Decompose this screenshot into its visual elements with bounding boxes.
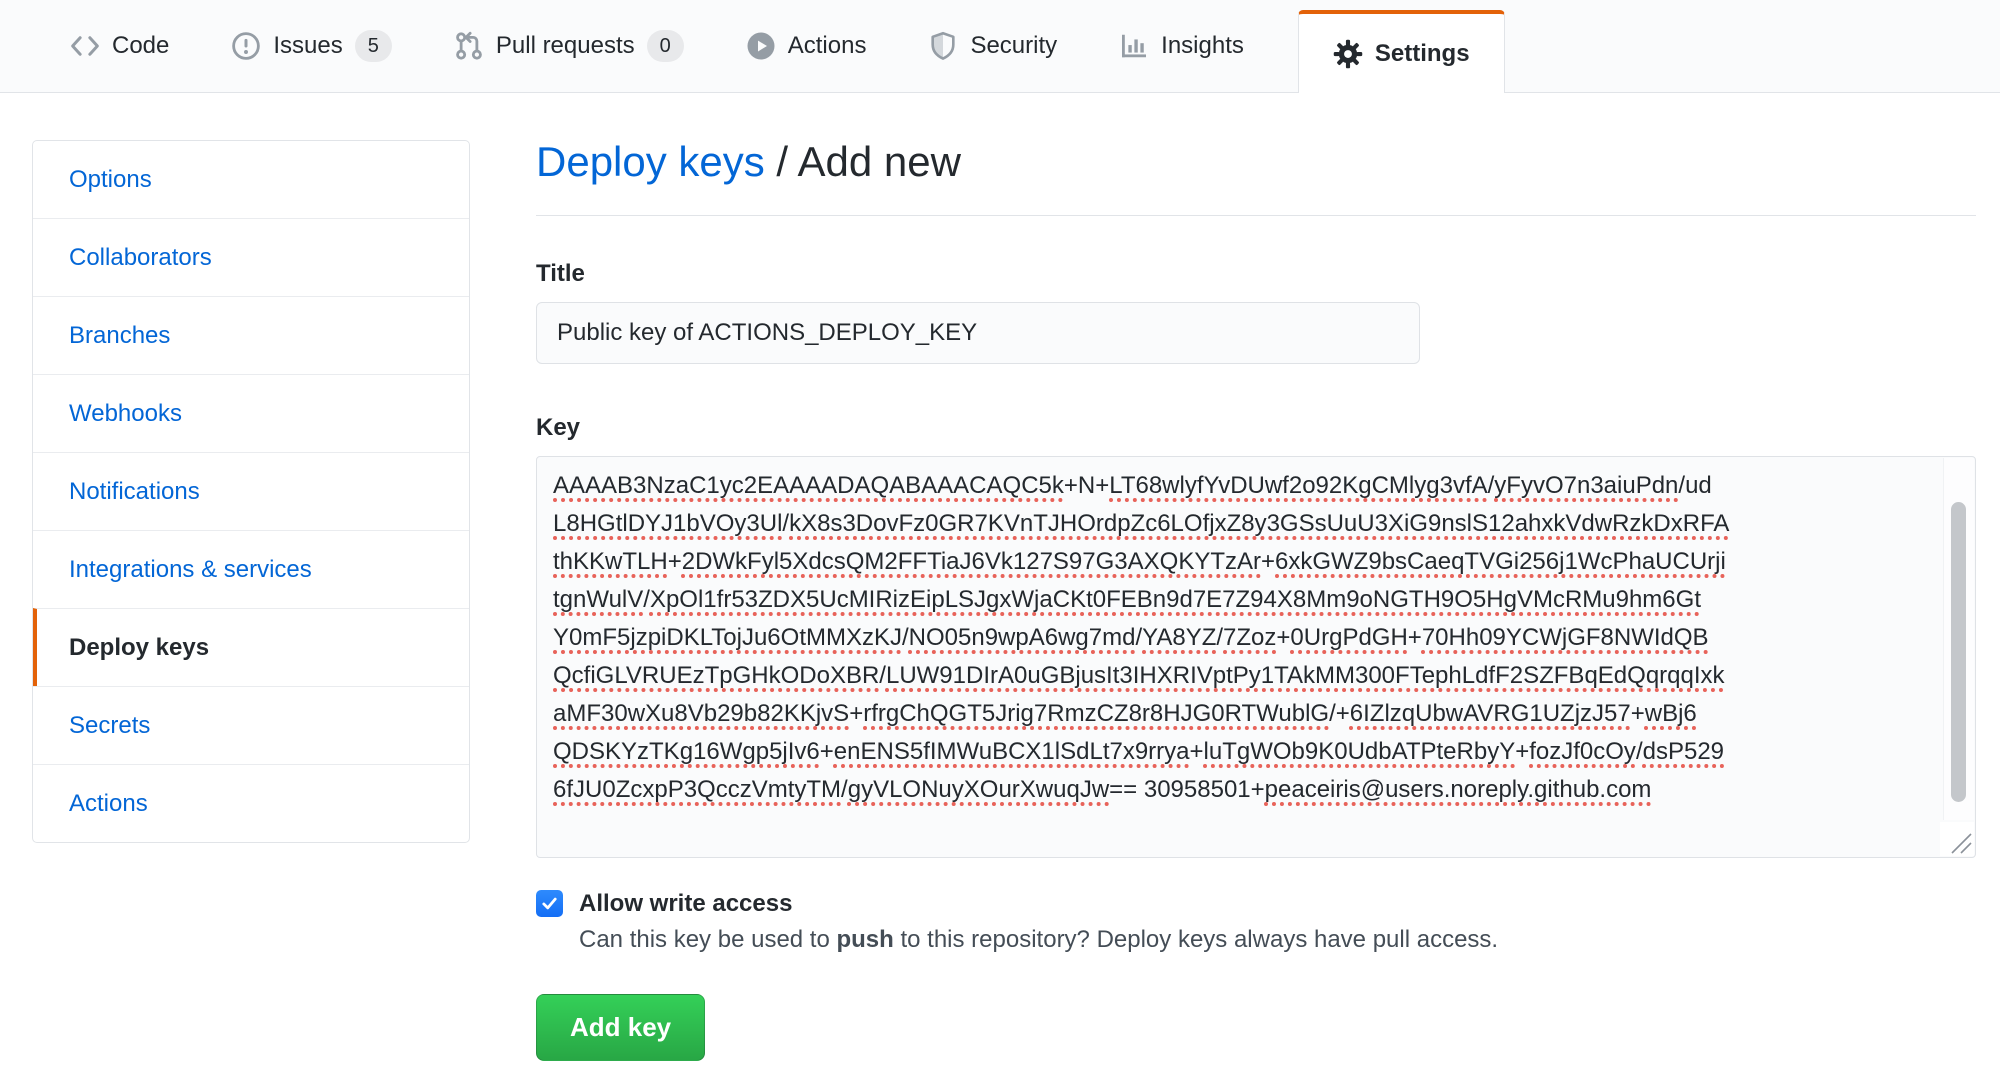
key-field-label: Key bbox=[536, 413, 581, 441]
public-key-text: AAAAB3NzaC1yc2EAAAADAQABAAACAQC5k+N+LT68… bbox=[553, 471, 1730, 803]
tab-pull-requests[interactable]: Pull requests 0 bbox=[428, 0, 710, 92]
sidebar-item-branches[interactable]: Branches bbox=[33, 296, 469, 374]
tab-label: Issues bbox=[273, 32, 343, 59]
graph-icon bbox=[1119, 31, 1149, 61]
tab-insights[interactable]: Insights bbox=[1093, 0, 1270, 92]
sidebar-item-integrations-services[interactable]: Integrations & services bbox=[33, 530, 469, 608]
tab-issues[interactable]: Issues 5 bbox=[205, 0, 418, 92]
breadcrumb-separator: / bbox=[764, 138, 798, 185]
tab-security[interactable]: Security bbox=[902, 0, 1083, 92]
deploy-keys-breadcrumb-link[interactable]: Deploy keys bbox=[536, 138, 765, 185]
issue-opened-icon bbox=[231, 31, 261, 61]
tab-label: Code bbox=[112, 32, 170, 59]
tab-actions[interactable]: Actions bbox=[720, 0, 893, 92]
key-textarea[interactable]: AAAAB3NzaC1yc2EAAAADAQABAAACAQC5k+N+LT68… bbox=[536, 455, 1976, 858]
allow-write-access-label[interactable]: Allow write access bbox=[579, 889, 793, 917]
page-title: Deploy keys / Add new bbox=[536, 136, 1976, 189]
allow-write-access-row: Allow write access bbox=[536, 890, 1976, 918]
scrollbar-thumb[interactable] bbox=[1951, 501, 1966, 802]
breadcrumb-current: Add new bbox=[797, 138, 961, 185]
allow-write-access-checkbox[interactable] bbox=[536, 890, 563, 917]
issues-count-badge: 5 bbox=[354, 30, 392, 62]
textarea-resize-handle[interactable] bbox=[1940, 821, 1974, 856]
textarea-scrollbar[interactable] bbox=[1943, 457, 1974, 820]
code-icon bbox=[70, 31, 100, 61]
pull-requests-count-badge: 0 bbox=[646, 30, 684, 62]
sidebar-item-webhooks[interactable]: Webhooks bbox=[33, 374, 469, 452]
deploy-key-form: Deploy keys / Add new Title Key AAAAB3Nz… bbox=[536, 136, 1976, 1061]
play-icon bbox=[746, 31, 776, 61]
shield-icon bbox=[928, 31, 958, 61]
tab-label: Insights bbox=[1161, 32, 1244, 59]
title-field-label: Title bbox=[536, 259, 585, 287]
write-access-description: Can this key be used to push to this rep… bbox=[579, 925, 1499, 953]
tab-label: Pull requests bbox=[495, 32, 635, 59]
settings-sidebar: Options Collaborators Branches Webhooks … bbox=[32, 140, 470, 843]
tab-label: Actions bbox=[787, 32, 867, 59]
sidebar-item-notifications[interactable]: Notifications bbox=[33, 452, 469, 530]
tab-label: Settings bbox=[1374, 39, 1470, 67]
tab-settings[interactable]: Settings bbox=[1297, 10, 1505, 93]
sidebar-item-actions[interactable]: Actions bbox=[33, 764, 469, 842]
title-input[interactable] bbox=[536, 301, 1420, 364]
heading-divider bbox=[536, 214, 1976, 216]
repo-tab-bar: Code Issues 5 Pull requests 0 Actions bbox=[0, 0, 2000, 93]
tab-label: Security bbox=[970, 32, 1058, 59]
sidebar-item-secrets[interactable]: Secrets bbox=[33, 686, 469, 764]
tab-code[interactable]: Code bbox=[44, 0, 195, 92]
sidebar-item-collaborators[interactable]: Collaborators bbox=[33, 218, 469, 296]
add-key-button[interactable]: Add key bbox=[536, 993, 706, 1061]
sidebar-item-options[interactable]: Options bbox=[69, 166, 152, 193]
gear-icon bbox=[1333, 39, 1363, 69]
sidebar-item-deploy-keys[interactable]: Deploy keys bbox=[33, 608, 469, 686]
git-pull-request-icon bbox=[454, 31, 484, 61]
